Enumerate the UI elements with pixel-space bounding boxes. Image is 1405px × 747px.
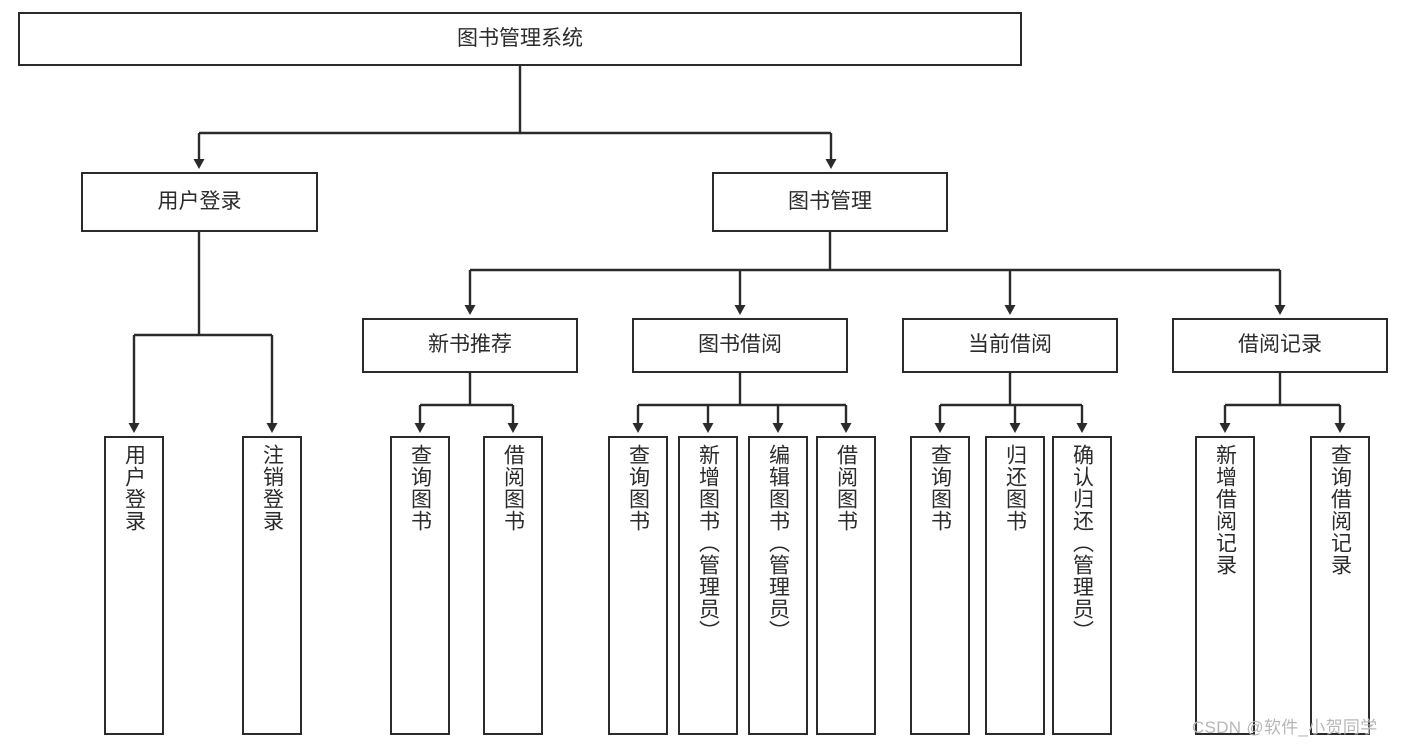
node-label: 查询图书 — [626, 444, 650, 532]
leaf-borrow-book[interactable]: 借阅图书 — [816, 436, 876, 735]
leaf-query-borrow-record[interactable]: 查询借阅记录 — [1310, 436, 1370, 735]
leaf-borrow-book-recommend[interactable]: 借阅图书 — [483, 436, 543, 735]
node-book-borrow[interactable]: 图书借阅 — [632, 318, 848, 373]
node-label: 借阅图书 — [834, 444, 858, 532]
node-current-borrow[interactable]: 当前借阅 — [902, 318, 1118, 373]
leaf-user-login[interactable]: 用户登录 — [104, 436, 164, 735]
node-root-book-management-system[interactable]: 图书管理系统 — [18, 12, 1022, 66]
leaf-query-book-recommend[interactable]: 查询图书 — [390, 436, 450, 735]
node-label: 查询图书 — [408, 444, 432, 532]
node-book-manage[interactable]: 图书管理 — [712, 172, 948, 232]
node-label: 查询图书 — [928, 444, 952, 532]
node-label: 图书管理 — [788, 189, 872, 213]
node-label: 用户登录 — [157, 189, 242, 213]
node-user-login[interactable]: 用户登录 — [81, 172, 318, 232]
node-label: 借阅图书 — [501, 444, 525, 532]
leaf-confirm-return[interactable]: 确认归还（管理员） — [1052, 436, 1112, 735]
node-label: 当前借阅 — [968, 333, 1052, 357]
node-label: 新书推荐 — [428, 333, 512, 357]
node-label: 注销登录 — [260, 444, 284, 532]
node-label: 新增借阅记录 — [1213, 444, 1237, 576]
leaf-add-borrow-record[interactable]: 新增借阅记录 — [1195, 436, 1255, 735]
leaf-query-book-current[interactable]: 查询图书 — [910, 436, 970, 735]
node-label: 用户登录 — [122, 444, 146, 532]
leaf-add-book[interactable]: 新增图书（管理员） — [678, 436, 738, 735]
node-label: 借阅记录 — [1238, 333, 1322, 357]
node-label: 查询借阅记录 — [1328, 444, 1352, 576]
leaf-logout-login[interactable]: 注销登录 — [242, 436, 302, 735]
node-label: 图书管理系统 — [457, 26, 583, 50]
node-label: 确认归还（管理员） — [1070, 444, 1094, 642]
leaf-edit-book[interactable]: 编辑图书（管理员） — [748, 436, 808, 735]
node-borrow-record[interactable]: 借阅记录 — [1172, 318, 1388, 373]
node-new-book-recommend[interactable]: 新书推荐 — [362, 318, 578, 373]
node-label: 编辑图书（管理员） — [766, 444, 790, 642]
watermark: CSDN @软件_小贺同学 — [1192, 718, 1378, 737]
leaf-query-book-borrow[interactable]: 查询图书 — [608, 436, 668, 735]
node-label: 图书借阅 — [698, 333, 782, 357]
node-label: 归还图书 — [1003, 444, 1027, 532]
leaf-return-book[interactable]: 归还图书 — [985, 436, 1045, 735]
node-label: 新增图书（管理员） — [696, 444, 720, 642]
